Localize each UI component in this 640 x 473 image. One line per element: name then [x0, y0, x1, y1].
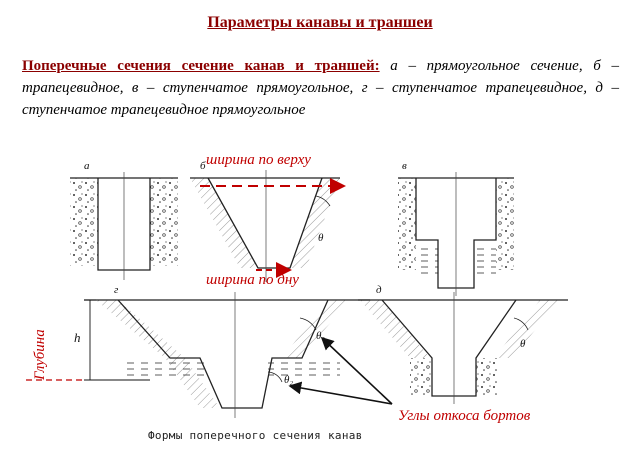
letter-b: б: [200, 160, 206, 172]
description-text: а – прямоугольное сечение, б – трапецеви…: [22, 58, 619, 118]
letter-a: а: [84, 160, 90, 172]
section-v: [398, 172, 514, 296]
depth-label: Глубина: [32, 329, 48, 380]
section-a: [70, 172, 178, 280]
description-lead: Поперечные сечения сечение канав и транш…: [22, 58, 380, 74]
description: Поперечные сечения сечение канав и транш…: [22, 55, 619, 121]
top-width-label: ширина по верху: [206, 152, 311, 168]
theta1-g: θ₁: [316, 330, 326, 342]
depth-symbol: h: [74, 330, 81, 345]
letter-d: д: [376, 284, 382, 296]
angle-arrow-1: [320, 336, 393, 405]
theta2-g: θ₂: [284, 374, 294, 386]
theta-d: θ: [520, 338, 526, 350]
page-title: Параметры канавы и траншеи: [207, 14, 433, 31]
figure-caption: Формы поперечного сечения канав: [148, 429, 363, 442]
angle-arrow-2: [288, 381, 393, 405]
section-b: [190, 170, 340, 282]
bottom-width-label: ширина по дну: [206, 272, 299, 288]
slope-angles-label: Углы откоса бортов: [398, 408, 531, 424]
letter-v: в: [402, 160, 407, 172]
letter-g: г: [114, 284, 119, 296]
section-d: [358, 292, 568, 404]
section-g: [84, 292, 370, 418]
theta-b: θ: [318, 232, 324, 244]
